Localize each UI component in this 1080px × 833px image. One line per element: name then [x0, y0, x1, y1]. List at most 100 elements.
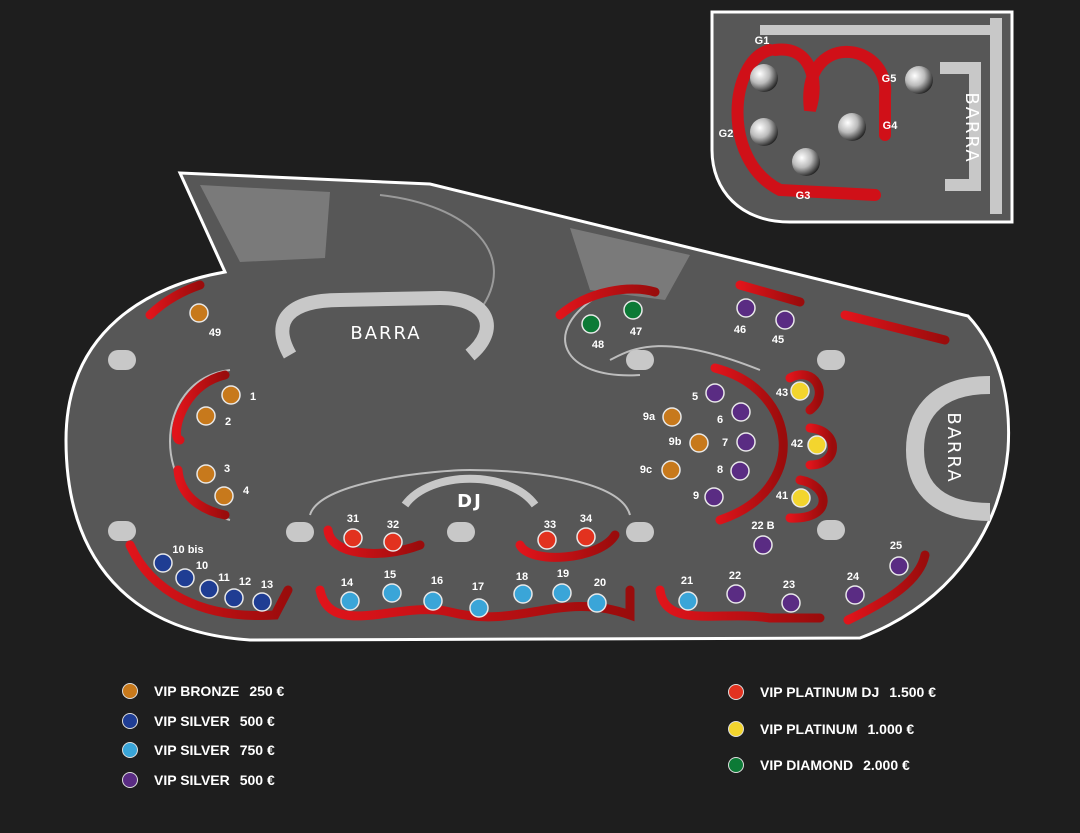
wall-block — [200, 185, 330, 262]
table-label: 17 — [472, 581, 484, 593]
table-label: 22 — [729, 570, 741, 582]
table-47[interactable] — [623, 300, 643, 320]
table-49[interactable] — [189, 303, 209, 323]
table-33[interactable] — [537, 530, 557, 550]
table-15[interactable] — [382, 583, 402, 603]
table-17[interactable] — [469, 598, 489, 618]
legend-dot-icon — [122, 713, 138, 729]
table-label: 1 — [250, 391, 256, 403]
legend-dot-icon — [728, 684, 744, 700]
table-25[interactable] — [889, 556, 909, 576]
table-19[interactable] — [552, 583, 572, 603]
legend-item-diamond: VIP DIAMOND 2.000 € — [728, 757, 910, 773]
legend-dot-icon — [122, 742, 138, 758]
table-10[interactable] — [175, 568, 195, 588]
table-label: 32 — [387, 519, 399, 531]
table-label: 31 — [347, 513, 359, 525]
vip-table-label: G1 — [755, 35, 770, 47]
barra-right-label: BARRA — [943, 412, 964, 483]
table-32[interactable] — [383, 532, 403, 552]
table-label: 14 — [341, 577, 354, 589]
table-label: 10 bis — [172, 544, 203, 556]
pillars — [108, 350, 845, 542]
table-9[interactable] — [704, 487, 724, 507]
legend-name: VIP SILVER — [154, 742, 230, 758]
table-42[interactable] — [807, 435, 827, 455]
table-22[interactable] — [726, 584, 746, 604]
table-12[interactable] — [224, 588, 244, 608]
vip-table-g4[interactable] — [838, 113, 866, 141]
table-11[interactable] — [199, 579, 219, 599]
table-9c[interactable] — [661, 460, 681, 480]
table-6[interactable] — [731, 402, 751, 422]
table-20[interactable] — [587, 593, 607, 613]
vip-table-g5[interactable] — [905, 66, 933, 94]
legend-item-silver-purple: VIP SILVER 500 € — [122, 772, 275, 788]
table-label: 48 — [592, 339, 604, 351]
table-48[interactable] — [581, 314, 601, 334]
table-label: 46 — [734, 324, 746, 336]
table-24[interactable] — [845, 585, 865, 605]
table-label: 25 — [890, 540, 902, 552]
table-13[interactable] — [252, 592, 272, 612]
table-label: 10 — [196, 560, 208, 572]
table-7[interactable] — [736, 432, 756, 452]
legend-price: 1.500 € — [889, 684, 936, 700]
table-43[interactable] — [790, 381, 810, 401]
legend-price: 500 € — [239, 772, 275, 788]
table-9a[interactable] — [662, 407, 682, 427]
table-16[interactable] — [423, 591, 443, 611]
table-5[interactable] — [705, 383, 725, 403]
table-label: 9b — [669, 436, 682, 448]
vip-table-g2[interactable] — [750, 118, 778, 146]
table-label: 5 — [692, 391, 698, 403]
table-9b[interactable] — [689, 433, 709, 453]
legend-price: 750 € — [239, 742, 275, 758]
table-2[interactable] — [196, 406, 216, 426]
legend-name: VIP PLATINUM — [760, 721, 858, 737]
legend-name: VIP DIAMOND — [760, 757, 854, 773]
legend-name: VIP PLATINUM DJ — [760, 684, 880, 700]
dj-stage — [309, 468, 631, 516]
table-label: 12 — [239, 576, 251, 588]
vip-table-label: G4 — [883, 120, 899, 132]
table-label: 2 — [225, 416, 231, 428]
table-label: 22 B — [751, 520, 774, 532]
table-label: 24 — [847, 571, 860, 583]
legend-dot-icon — [122, 772, 138, 788]
table-41[interactable] — [791, 488, 811, 508]
table-label: 47 — [630, 326, 642, 338]
table-label: 49 — [209, 327, 221, 339]
table-label: 23 — [783, 579, 795, 591]
table-label: 9c — [640, 464, 652, 476]
table-1[interactable] — [221, 385, 241, 405]
table-label: 20 — [594, 577, 606, 589]
table-8[interactable] — [730, 461, 750, 481]
table-46[interactable] — [736, 298, 756, 318]
table-21[interactable] — [678, 591, 698, 611]
table-label: 6 — [717, 414, 723, 426]
table-18[interactable] — [513, 584, 533, 604]
table-label: 18 — [516, 571, 528, 583]
table-45[interactable] — [775, 310, 795, 330]
table-34[interactable] — [576, 527, 596, 547]
table-3[interactable] — [196, 464, 216, 484]
table-22b[interactable] — [753, 535, 773, 555]
table-4[interactable] — [214, 486, 234, 506]
table-23[interactable] — [781, 593, 801, 613]
table-label: 4 — [243, 485, 250, 497]
legend-name: VIP SILVER — [154, 772, 230, 788]
vip-table-label: G5 — [882, 73, 897, 85]
vip-table-g3[interactable] — [792, 148, 820, 176]
table-14[interactable] — [340, 591, 360, 611]
vip-room — [710, 10, 1014, 224]
legend-dot-icon — [122, 683, 138, 699]
table-31[interactable] — [343, 528, 363, 548]
legend-price: 2.000 € — [863, 757, 910, 773]
table-10bis[interactable] — [153, 553, 173, 573]
vip-table-g1[interactable] — [750, 64, 778, 92]
table-label: 3 — [224, 463, 230, 475]
